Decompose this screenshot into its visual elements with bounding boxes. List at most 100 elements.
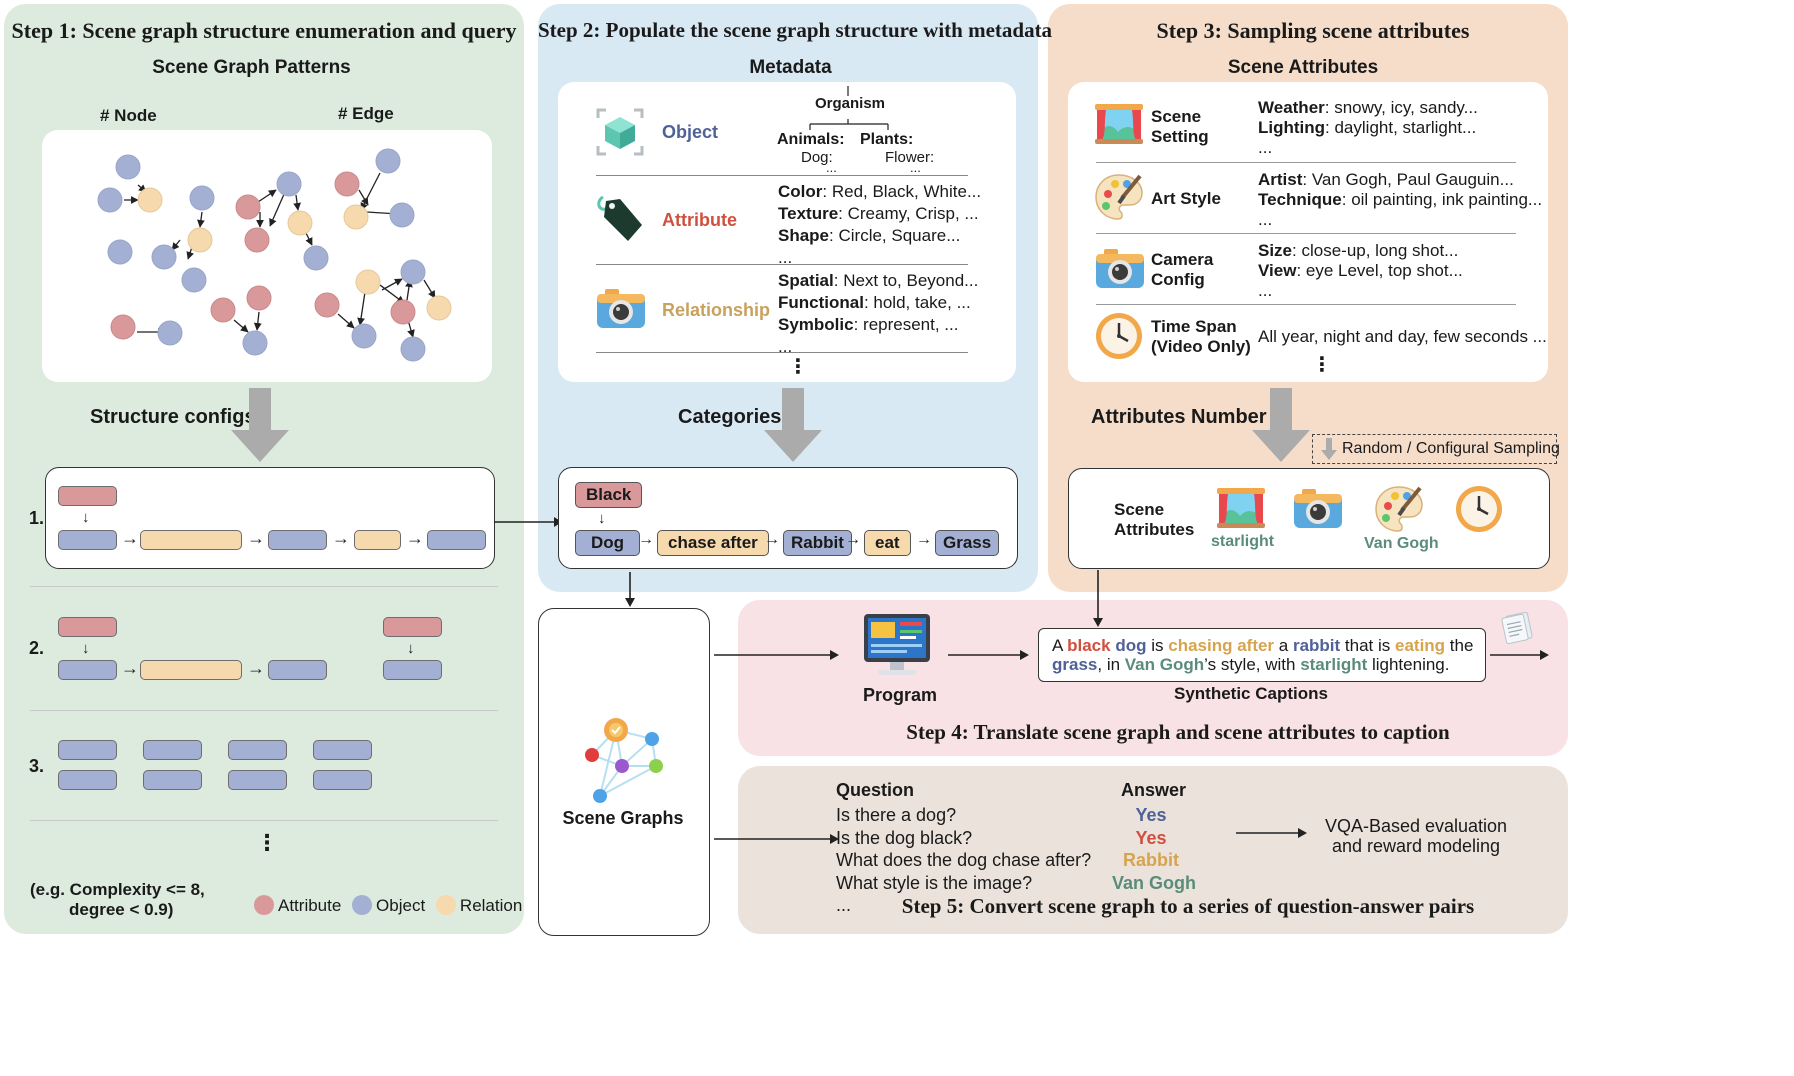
config2-relation-chip — [140, 660, 242, 680]
sampling-mini-arrow — [1321, 438, 1337, 460]
example-obj-rabbit: Rabbit — [783, 530, 852, 556]
example-rel-eat: eat — [864, 530, 911, 556]
tree-root-organism: Organism — [815, 95, 886, 112]
program-to-caption-arrow — [948, 650, 1029, 660]
computer-monitor-icon — [864, 614, 930, 675]
synthetic-captions-label: Synthetic Captions — [1174, 684, 1328, 703]
vqa-label: VQA-Based evaluation and reward modeling — [1324, 816, 1508, 856]
sampled-van-gogh: Van Gogh — [1364, 535, 1439, 552]
complexity-note-line2: degree < 0.9) — [69, 900, 174, 919]
config2-object-chip — [58, 660, 117, 680]
config1-object-chip — [427, 530, 486, 550]
config1-down-arrow: ↓ — [82, 509, 90, 526]
attribute-metadata-lines: Color: Red, Black, White... Texture: Cre… — [778, 181, 981, 269]
config2-object-chip — [383, 660, 442, 680]
attribute-line: Shape: Circle, Square... — [778, 226, 961, 245]
question-header: Question — [836, 780, 915, 800]
tag-icon — [597, 195, 642, 241]
sampling-label: Random / Configural Sampling — [1342, 440, 1560, 457]
example-obj-grass: Grass — [935, 530, 1000, 556]
config-separator — [30, 586, 498, 587]
example-arrow: → — [764, 531, 780, 548]
time-span-line: All year, night and day, few seconds ... — [1258, 327, 1547, 346]
example-arrow: → — [638, 531, 654, 548]
answer-list: Yes Yes Rabbit Van Gogh — [1112, 804, 1197, 894]
program-label: Program — [863, 685, 938, 705]
scene-graphs-label: Scene Graphs — [562, 808, 684, 828]
relationship-line: ... — [778, 337, 793, 356]
question-item: Is there a dog? — [836, 805, 957, 825]
step2-down-arrow — [764, 388, 822, 462]
synthetic-caption-text: A black dog is chasing after a rabbit th… — [1052, 636, 1474, 674]
config1-relation-chip — [354, 530, 401, 550]
attributes-to-caption-arrow — [1093, 570, 1103, 627]
attribute-line: Texture: Creamy, Crisp, ... — [778, 204, 979, 223]
example-rel-chase-after: chase after — [657, 530, 769, 556]
camera-config-icon — [1294, 489, 1342, 528]
scene-attributes-title: Scene Attributes — [1227, 57, 1379, 78]
question-item: What style is the image? — [836, 872, 1033, 893]
step2-title: Step 2: Populate the scene graph structu… — [538, 18, 1053, 42]
tree-dots: ... — [826, 160, 837, 175]
node-label: # Node — [100, 106, 157, 125]
attributes-vdots: ⋮ — [1312, 354, 1332, 376]
answer-item: Yes — [1135, 827, 1167, 848]
document-icon — [1501, 612, 1533, 644]
scene-attributes-label: Scene Attributes — [1114, 500, 1195, 539]
answer-header: Answer — [1121, 780, 1187, 800]
relationship-line: Spatial: Next to, Beyond... — [778, 271, 979, 290]
scene-graphs-to-qa-arrow — [714, 834, 839, 844]
caption-out-arrow — [1490, 650, 1549, 660]
relationship-line: Functional: hold, take, ... — [778, 293, 971, 312]
legend: Attribute Object Relation — [254, 895, 522, 916]
config-separator — [30, 710, 498, 711]
attr-separator — [1096, 304, 1516, 305]
config-1-box — [45, 467, 495, 569]
metadata-title: Metadata — [749, 57, 832, 78]
config3-object-chip — [228, 770, 287, 790]
config2-arrow: → — [247, 658, 265, 678]
attr-separator — [1096, 162, 1516, 163]
example-down-arrow: ↓ — [598, 510, 606, 527]
question-list: Is there a dog? Is the dog black? What d… — [836, 804, 1091, 917]
attributes-number-label: Attributes Number — [1091, 406, 1267, 428]
theater-stage-icon — [1095, 104, 1143, 144]
config3-object-chip — [228, 740, 287, 760]
config2-down-arrow: ↓ — [407, 640, 415, 657]
example-arrow: → — [845, 531, 861, 548]
answer-item: Van Gogh — [1112, 872, 1197, 893]
tree-dots: ... — [910, 160, 921, 175]
sampling-box — [1312, 434, 1557, 464]
camera-config-lines: Size: close-up, long shot... View: eye L… — [1258, 241, 1463, 300]
config1-relation-chip — [140, 530, 242, 550]
graph-patterns-svg — [97, 148, 452, 362]
relation-legend-dot — [435, 895, 456, 915]
tree-flower: Flower: — [885, 149, 935, 166]
sampled-starlight: starlight — [1211, 533, 1275, 550]
config2-arrow: → — [121, 658, 139, 678]
config3-object-chip — [143, 770, 202, 790]
relationship-metadata-lines: Spatial: Next to, Beyond... Functional: … — [778, 270, 978, 358]
config2-attribute-chip — [58, 617, 117, 637]
metadata-separator — [596, 264, 968, 265]
palette-icon — [1095, 174, 1143, 220]
scene-graph-patterns-title: Scene Graph Patterns — [152, 57, 351, 78]
complexity-note-line1: (e.g. Complexity <= 8, — [30, 880, 205, 899]
legend-attribute-label: Attribute — [278, 896, 342, 915]
legend-object-label: Object — [376, 896, 426, 915]
attribute-legend-dot — [254, 895, 274, 915]
question-item: ... — [836, 895, 852, 915]
tree-dog: Dog: — [801, 149, 833, 166]
object-legend-dot — [352, 895, 373, 915]
config-number-2: 2. — [29, 638, 45, 658]
question-item: What does the dog chase after? — [836, 850, 1092, 870]
step4-title: Step 4: Translate scene graph and scene … — [906, 720, 1450, 744]
time-span-label: Time Span (Video Only) — [1151, 317, 1251, 356]
step1-to-step2-arrow — [494, 517, 562, 527]
relationship-line: Symbolic: represent, ... — [778, 315, 959, 334]
camera-config-label: Camera Config — [1151, 250, 1214, 289]
theater-stage-icon — [1217, 488, 1265, 528]
to-scene-graphs-arrow — [625, 572, 635, 607]
config2-down-arrow: ↓ — [82, 640, 90, 657]
question-item: Is the dog black? — [836, 827, 973, 848]
